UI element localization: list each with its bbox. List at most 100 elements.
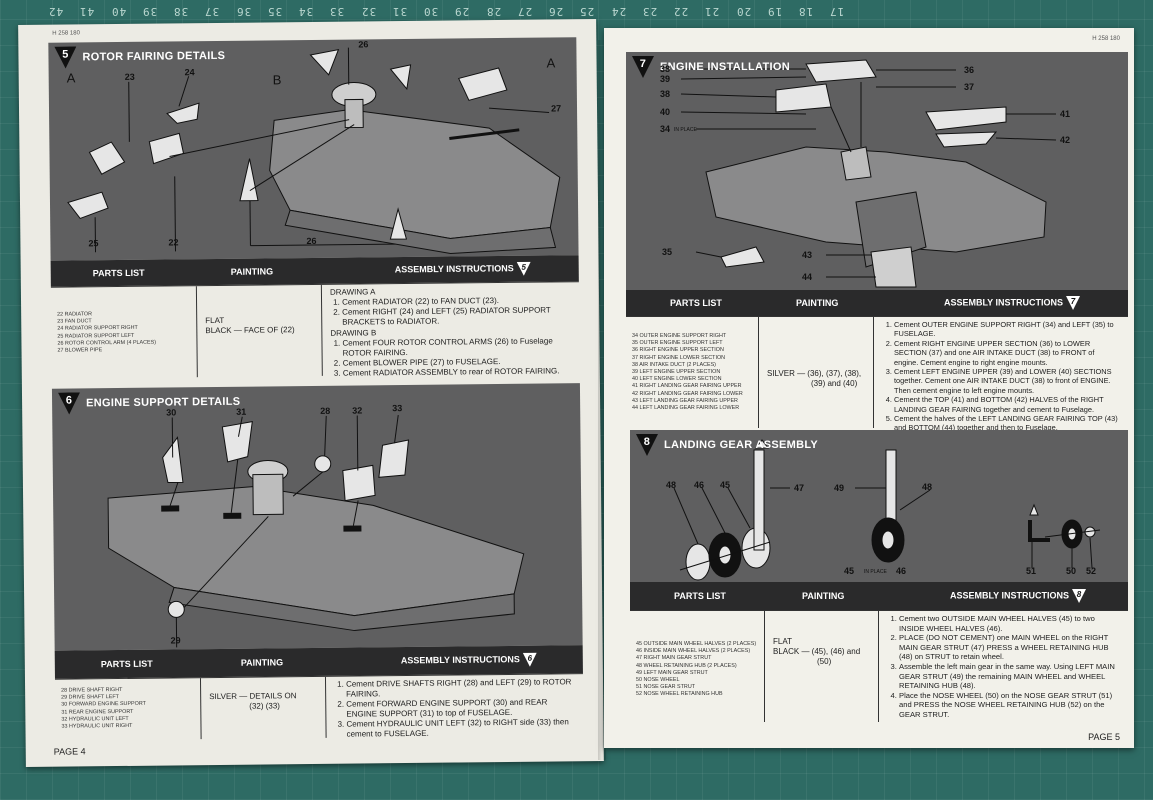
step-5-painting: FLAT BLACK — FACE OF (22) <box>195 284 322 378</box>
parts-list-heading: PARTS LIST <box>674 591 726 601</box>
page-code: H 258 180 <box>52 30 80 37</box>
step-5-table: 22 RADIATOR 23 FAN DUCT 24 RADIATOR SUPP… <box>50 281 580 379</box>
step-5-parts-list: 22 RADIATOR 23 FAN DUCT 24 RADIATOR SUPP… <box>51 286 197 379</box>
parts-list-heading: PARTS LIST <box>100 658 153 670</box>
page-number-right: PAGE 5 <box>1088 732 1120 742</box>
ruler-number: 25 <box>579 5 595 18</box>
painting-heading: PAINTING <box>802 591 845 601</box>
paint-line: BLACK — FACE OF (22) <box>205 325 295 336</box>
step-8-header: 8 LANDING GEAR ASSEMBLY <box>636 434 818 456</box>
callout-47: 47 <box>794 483 805 493</box>
assembly-heading-text: ASSEMBLY INSTRUCTIONS <box>394 263 514 275</box>
step-8-title: LANDING GEAR ASSEMBLY <box>664 439 818 451</box>
callout-45: 45 <box>720 480 731 490</box>
callout-28: 28 <box>320 405 331 416</box>
ruler-number: 27 <box>516 5 532 18</box>
part-line: 27 BLOWER PIPE <box>57 347 103 354</box>
instruction-item: Cement OUTER ENGINE SUPPORT RIGHT (34) a… <box>894 320 1120 339</box>
step-5-badge: 5 <box>54 46 76 68</box>
ruler-number: 37 <box>204 5 220 18</box>
ruler-number: 30 <box>423 5 439 18</box>
part-line: 35 OUTER ENGINE SUPPORT LEFT <box>632 340 723 347</box>
assembly-heading-text: ASSEMBLY INSTRUCTIONS <box>950 590 1070 601</box>
assembly-heading-text: ASSEMBLY INSTRUCTIONS <box>944 297 1064 308</box>
callout-33: 33 <box>392 403 403 414</box>
instruction-item: Cement LEFT ENGINE UPPER (39) and LOWER … <box>894 367 1120 395</box>
paint-line: SILVER — (36), (37), (38), <box>767 369 862 378</box>
part-line: 45 OUTSIDE MAIN WHEEL HALVES (2 Places) <box>636 641 757 647</box>
instruction-item: Cement FOUR ROTOR CONTROL ARMS (26) to F… <box>342 336 571 358</box>
ruler-number: 39 <box>141 5 157 18</box>
callout-25: 25 <box>88 238 99 249</box>
callout-48: 48 <box>666 480 677 490</box>
assembly-badge: 8 <box>1072 589 1087 603</box>
assembly-badge: 7 <box>1066 296 1081 310</box>
part-line: 47 RIGHT MAIN GEAR STRUT <box>636 655 712 662</box>
callout-24: 24 <box>184 67 195 78</box>
callout-31: 31 <box>236 406 247 417</box>
page-code: H 258 180 <box>1092 36 1120 42</box>
callout-52: 52 <box>1086 566 1097 576</box>
callout-35: 35 <box>662 247 673 257</box>
step-7-bar: PARTS LIST PAINTING ASSEMBLY INSTRUCTION… <box>626 290 1128 316</box>
callout-36: 36 <box>964 65 975 75</box>
ruler-number: 23 <box>641 5 657 18</box>
callout-23: 23 <box>124 71 135 82</box>
part-line: 42 RIGHT LANDING GEAR FAIRING LOWER <box>632 390 743 397</box>
paint-line: BLACK — (45), (46) and <box>773 647 861 656</box>
callout-45-b: 45 <box>844 566 855 576</box>
page-4: H 258 180 <box>18 18 604 768</box>
ruler-number: 26 <box>548 5 564 18</box>
callout-38: 38 <box>660 64 671 74</box>
step-6-table: 28 DRIVE SHAFT RIGHT 29 DRIVE SHAFT LEFT… <box>54 673 584 741</box>
page-number-left: PAGE 4 <box>53 746 86 757</box>
callout-50: 50 <box>1066 566 1077 576</box>
ruler-number: 31 <box>391 5 407 18</box>
step-8-illustration: 8 LANDING GEAR ASSEMBLY 48 46 45 47 49 4… <box>630 430 1128 582</box>
part-line: 50 NOSE WHEEL <box>636 677 680 684</box>
step-6-painting: SILVER — DETAILS ON (32) (33) <box>199 676 326 740</box>
instruction-item: Cement FORWARD ENGINE SUPPORT (30) and R… <box>346 697 575 719</box>
landing-gear-drawing <box>673 439 1101 581</box>
ruler-number: 40 <box>110 5 126 18</box>
ruler-number: 29 <box>454 5 470 18</box>
part-line: 49 LEFT MAIN GEAR STRUT <box>636 669 708 676</box>
part-line: 48 WHEEL RETAINING HUB (2 Places) <box>636 662 737 669</box>
callout-49: 49 <box>834 483 845 493</box>
step-6-instructions: Cement DRIVE SHAFTS RIGHT (28) and LEFT … <box>324 674 584 739</box>
callout-26-bottom: 26 <box>306 235 317 247</box>
step-8-table: 45 OUTSIDE MAIN WHEEL HALVES (2 Places) … <box>630 610 1128 722</box>
ruler-number: 22 <box>673 5 689 18</box>
step-7-title: ENGINE INSTALLATION <box>660 61 790 73</box>
step-6-illustration: 6 ENGINE SUPPORT DETAILS 30 31 28 32 33 … <box>51 383 583 651</box>
step-7-parts-list: 34 OUTER ENGINE SUPPORT RIGHT 35 OUTER E… <box>626 317 758 428</box>
callout-34: 34 <box>660 124 671 134</box>
painting-heading: PAINTING <box>796 298 839 308</box>
instruction-item: Cement the halves of the LEFT LANDING GE… <box>894 414 1120 433</box>
drawing-letter-a: A <box>66 70 76 86</box>
parts-list-heading: PARTS LIST <box>92 267 145 279</box>
ruler-number: 32 <box>360 5 376 18</box>
step-8-bar: PARTS LIST PAINTING ASSEMBLY INSTRUCTION… <box>630 582 1128 610</box>
step-5-title: ROTOR FAIRING DETAILS <box>82 49 226 64</box>
ruler-number: 35 <box>266 5 282 18</box>
instruction-item: Cement DRIVE SHAFTS RIGHT (28) and LEFT … <box>346 677 575 699</box>
engine-support-drawing <box>107 415 525 648</box>
step-8-badge: 8 <box>636 434 658 456</box>
in-place-label: IN PLACE <box>864 569 887 575</box>
paint-line: (50) <box>817 657 832 666</box>
part-line: 38 AIR INTAKE DUCT (2 Places) <box>632 361 716 368</box>
part-line: 36 RIGHT ENGINE UPPER SECTION <box>632 347 724 354</box>
ruler-number: 17 <box>829 5 845 18</box>
step-7-painting: SILVER — (36), (37), (38), (39) and (40) <box>758 317 873 428</box>
in-place-label: IN PLACE <box>674 127 697 133</box>
callout-38-b: 38 <box>660 89 671 99</box>
part-line: 52 NOSE WHEEL RETAINING HUB <box>636 691 723 698</box>
step-6-title: ENGINE SUPPORT DETAILS <box>86 395 241 410</box>
step-7-instructions: Cement OUTER ENGINE SUPPORT RIGHT (34) a… <box>873 317 1128 432</box>
part-line: 51 NOSE GEAR STRUT <box>636 684 696 691</box>
callout-27: 27 <box>550 103 562 114</box>
callout-32: 32 <box>352 405 363 416</box>
